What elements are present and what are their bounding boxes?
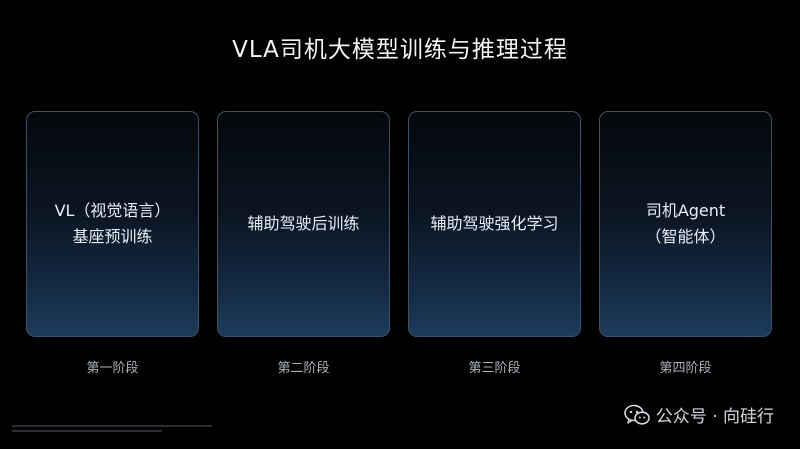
stage-card-1: VL（视觉语言） 基座预训练 bbox=[26, 111, 199, 337]
stage-1-line-2: 基座预训练 bbox=[72, 227, 153, 246]
stage-4-line-1: 司机Agent bbox=[645, 201, 726, 220]
stage-2-line-1: 辅助驾驶后训练 bbox=[247, 214, 360, 233]
stage-card-3: 辅助驾驶强化学习 bbox=[408, 111, 581, 337]
stage-3-label: 第三阶段 bbox=[468, 361, 521, 376]
stage-4-line-2: （智能体） bbox=[645, 227, 726, 246]
watermark-text: 公众号 · 向硅行 bbox=[655, 407, 774, 427]
stage-card-4: 司机Agent （智能体） bbox=[599, 111, 772, 337]
page-title: VLA司机大模型训练与推理过程 bbox=[232, 37, 568, 63]
watermark: 公众号 · 向硅行 bbox=[623, 402, 774, 427]
stage-1-label: 第一阶段 bbox=[86, 361, 139, 376]
stage-3-line-1: 辅助驾驶强化学习 bbox=[430, 214, 559, 233]
stage-card-2: 辅助驾驶后训练 bbox=[217, 111, 390, 337]
stage-4-label: 第四阶段 bbox=[659, 361, 712, 376]
wechat-icon bbox=[623, 404, 650, 425]
stage-1-line-1: VL（视觉语言） bbox=[54, 201, 171, 220]
stage-2-label: 第二阶段 bbox=[277, 361, 330, 376]
footnote bbox=[12, 425, 212, 432]
